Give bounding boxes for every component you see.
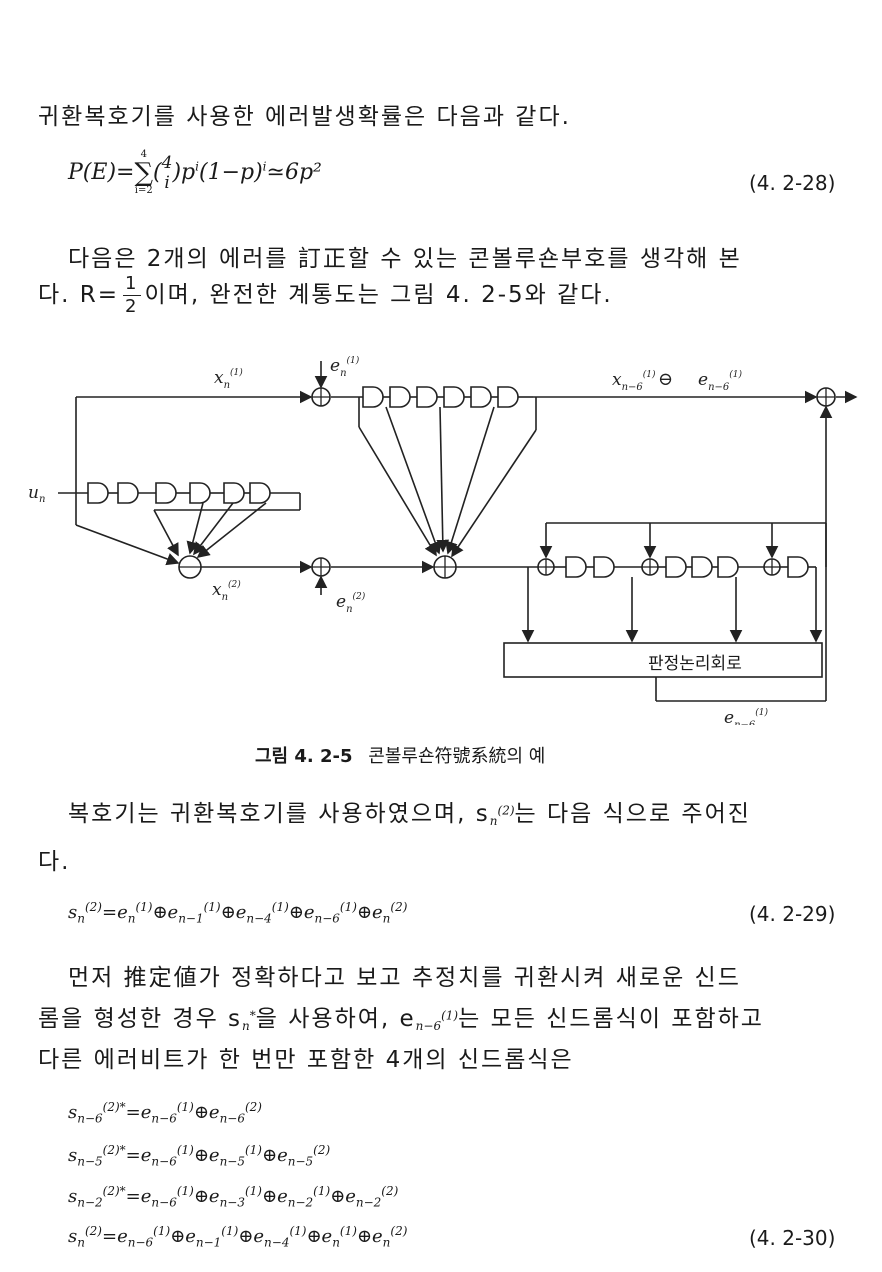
- para1-line2-start: 다. R=: [38, 282, 120, 308]
- input-delay-chain: [87, 482, 301, 511]
- svg-text:⊖: ⊖: [658, 369, 673, 390]
- top-delay-chain: [362, 386, 533, 408]
- para3-line2: 롬을 형성한 경우 sn*을 사용하여, en−6(1)는 모든 신드롬식이 포…: [38, 1006, 764, 1034]
- para2-line2: 다.: [38, 849, 71, 875]
- syndrome-eq-1: sn−6(2)*=en−6(1)⊕en−6(2): [68, 1100, 262, 1126]
- decision-box-label: 판정논리회로: [648, 654, 742, 674]
- equation-4-2-29: sn(2)=en(1)⊕en−1(1)⊕en−4(1)⊕en−6(1)⊕en(2…: [68, 900, 408, 926]
- label-un: un: [28, 483, 45, 505]
- caption-text: 콘볼루숀符號系統의 예: [368, 746, 546, 767]
- label-e1-feedback: en−6(1): [724, 707, 768, 725]
- label-x1-delayed: xn−6(1): [612, 369, 656, 393]
- para3-line2-a: 롬을 형성한 경우 s: [38, 1006, 243, 1032]
- eq28-rhs-tail: ≃6p²: [266, 160, 322, 185]
- syndrome-eq-3: sn−2(2)*=en−6(1)⊕en−3(1)⊕en−2(1)⊕en−2(2): [68, 1184, 399, 1210]
- para3-line2-c: 는 모든 신드롬식이 포함하고: [458, 1006, 764, 1032]
- para1-line2-end: 이며, 완전한 계통도는 그림 4. 2-5와 같다.: [144, 282, 613, 308]
- convolutional-code-diagram: xn(1) en(1) xn−6(1) ⊖ en−6(1) un xn(2) e…: [28, 355, 858, 725]
- summation: 4∑i=2: [134, 149, 154, 196]
- decision-logic-box: [503, 642, 823, 678]
- eq29-label: (4. 2-29): [749, 902, 836, 926]
- eq28-label: (4. 2-28): [749, 171, 836, 195]
- label-e1: en(1): [330, 355, 360, 379]
- para2-line1: 복호기는 귀환복호기를 사용하였으며, sn(2)는 다음 식으로 주어진: [68, 801, 751, 829]
- caption-number: 그림 4. 2-5: [255, 746, 353, 767]
- eq28-lhs: P(E): [68, 160, 117, 185]
- para3-line1: 먼저 推定値가 정확하다고 보고 추정치를 귀환시켜 새로운 신드: [68, 965, 741, 991]
- syndrome-eq-2: sn−5(2)*=en−6(1)⊕en−5(1)⊕en−5(2): [68, 1143, 331, 1169]
- label-x1: xn(1): [214, 367, 243, 391]
- para2-line1-start: 복호기는 귀환복호기를 사용하였으며, s: [68, 801, 490, 827]
- label-x2: xn(2): [212, 579, 241, 603]
- label-e1-delayed: en−6(1): [698, 369, 742, 393]
- para2-line1-end: 는 다음 식으로 주어진: [514, 801, 751, 827]
- para1-line1: 다음은 2개의 에러를 訂正할 수 있는 콘볼루숀부호를 생각해 본: [68, 246, 742, 272]
- label-e2: en(2): [336, 591, 366, 615]
- syndrome-delay-chain: [554, 556, 816, 578]
- para3-line2-b: 을 사용하여, e: [255, 1006, 416, 1032]
- syndrome-eq-4: sn(2)=en−6(1)⊕en−1(1)⊕en−4(1)⊕en(1)⊕en(2…: [68, 1224, 408, 1250]
- intro-text: 귀환복호기를 사용한 에러발생확률은 다음과 같다.: [38, 104, 571, 130]
- figure-caption: 그림 4. 2-5 콘볼루숀符號系統의 예: [255, 742, 545, 768]
- eq30-label: (4. 2-30): [749, 1226, 836, 1250]
- para3-line3: 다른 에러비트가 한 번만 포함한 4개의 신드롬식은: [38, 1047, 574, 1073]
